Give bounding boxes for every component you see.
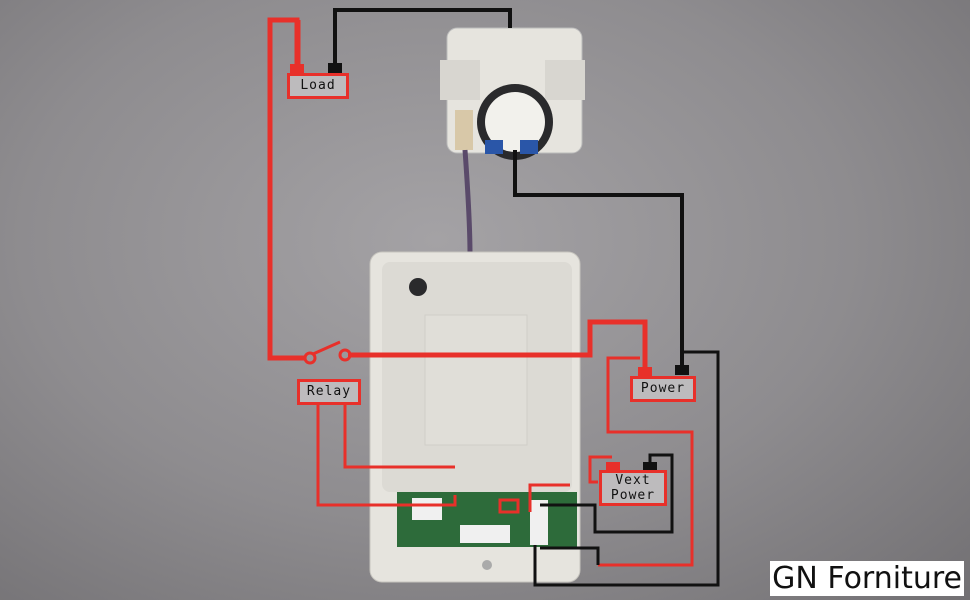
vext-power-label: Vext Power [599,470,667,506]
live-wires [267,17,648,375]
brand-watermark: GN Forniture [770,561,964,596]
power-label: Power [630,376,696,402]
relay-label: Relay [297,379,361,405]
vext-line1: Vext [615,473,651,488]
controller-box [369,251,581,583]
neutral-wires [333,8,684,370]
relay-switch-symbol [303,340,352,365]
vext-line2: Power [610,488,656,503]
current-transformer [440,27,585,160]
load-label: Load [287,73,349,99]
